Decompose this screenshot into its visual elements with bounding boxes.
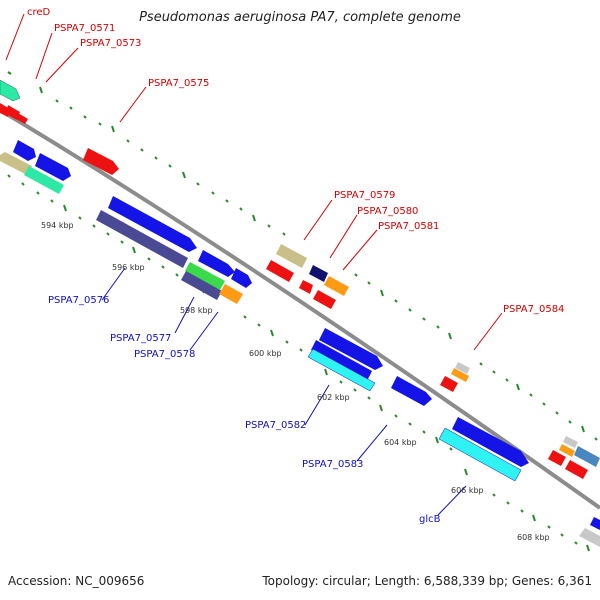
gene-teal-left[interactable] xyxy=(24,166,64,194)
kbp-label-602: 602 kbp xyxy=(317,393,350,402)
gene-khaki-left[interactable] xyxy=(0,152,32,175)
gene-blue-edge[interactable] xyxy=(590,517,600,530)
genome-title: Pseudomonas aeruginosa PA7, complete gen… xyxy=(139,10,461,25)
gene-grey-0584[interactable] xyxy=(455,362,470,374)
gene-orange-right[interactable] xyxy=(559,444,575,457)
gene-labels-bottom: PSPA7_0576 PSPA7_0577 PSPA7_0578 PSPA7_0… xyxy=(48,295,441,525)
gene-blue-0582a[interactable] xyxy=(319,328,383,370)
gene-label-PSPA7-0578: PSPA7_0578 xyxy=(134,349,195,360)
genome-backbone xyxy=(0,108,600,510)
gene-label-PSPA7-0584: PSPA7_0584 xyxy=(503,304,564,315)
gene-label-PSPA7-0576: PSPA7_0576 xyxy=(48,295,109,306)
kbp-label-608: 608 kbp xyxy=(517,533,550,542)
gene-blue-left2[interactable] xyxy=(35,153,71,181)
gene-PSPA7-0576-purple[interactable] xyxy=(96,210,188,268)
gene-blue-glcB[interactable] xyxy=(452,417,529,467)
kbp-label-594: 594 kbp xyxy=(41,221,74,230)
kbp-label-596: 596 kbp xyxy=(112,263,145,272)
gene-labels-top: creD PSPA7_0571 PSPA7_0573 PSPA7_0575 PS… xyxy=(27,7,564,315)
gene-label-PSPA7-0582: PSPA7_0582 xyxy=(245,420,306,431)
gene-cyan-glcB[interactable] xyxy=(438,427,522,482)
gene-orange-0581[interactable] xyxy=(324,276,349,296)
gene-khaki-0579[interactable] xyxy=(276,244,307,268)
gene-grey-right[interactable] xyxy=(563,436,578,448)
gene-label-PSPA7-0583: PSPA7_0583 xyxy=(302,459,363,470)
gene-red-0581[interactable] xyxy=(313,290,336,309)
gene-label-PSPA7-0573: PSPA7_0573 xyxy=(80,38,141,49)
inner-tick-row xyxy=(7,174,590,552)
gene-navy-0580[interactable] xyxy=(309,265,328,282)
gene-label-PSPA7-0581: PSPA7_0581 xyxy=(378,221,439,232)
gene-label-PSPA7-0577: PSPA7_0577 xyxy=(110,333,171,344)
kbp-label-606: 606 kbp xyxy=(451,486,484,495)
gene-blue-0583[interactable] xyxy=(391,376,432,406)
gene-label-glcB: glcB xyxy=(419,514,441,525)
gene-label-PSPA7-0579: PSPA7_0579 xyxy=(334,190,395,201)
gene-red-0579[interactable] xyxy=(266,260,294,282)
gene-red-0584[interactable] xyxy=(440,376,458,392)
kbp-label-600: 600 kbp xyxy=(249,349,282,358)
gene-label-PSPA7-0571: PSPA7_0571 xyxy=(54,23,115,34)
gene-purple-0577[interactable] xyxy=(181,271,222,300)
gene-label-creD: creD xyxy=(27,7,51,18)
leader-lines-top xyxy=(5,13,503,351)
gene-orange-0578[interactable] xyxy=(219,284,243,304)
gene-small-red[interactable] xyxy=(16,113,28,124)
gene-creD-teal[interactable] xyxy=(0,79,21,102)
gene-red-right1[interactable] xyxy=(548,450,566,466)
outer-tick-row xyxy=(7,71,598,441)
gene-0573-red[interactable] xyxy=(6,105,20,120)
gene-red-small[interactable] xyxy=(299,280,313,294)
gene-blue-0576[interactable] xyxy=(108,196,197,252)
gene-cyan-0582[interactable] xyxy=(307,348,376,392)
gene-orange-0584[interactable] xyxy=(451,368,469,382)
gene-steel-right[interactable] xyxy=(574,446,600,467)
genome-summary-text: Topology: circular; Length: 6,588,339 bp… xyxy=(262,574,592,588)
kbp-labels: 594 kbp 596 kbp 598 kbp 600 kbp 602 kbp … xyxy=(41,221,550,542)
gene-blue-0577[interactable] xyxy=(198,250,235,277)
gene-label-PSPA7-0575: PSPA7_0575 xyxy=(148,78,209,89)
gene-blue-left1[interactable] xyxy=(13,140,36,161)
gene-PSPA7-0575[interactable] xyxy=(83,148,119,175)
gene-label-PSPA7-0580: PSPA7_0580 xyxy=(357,206,418,217)
gene-red-right2[interactable] xyxy=(565,460,588,479)
gene-green-0577[interactable] xyxy=(185,262,225,290)
leader-lines-bottom xyxy=(101,267,467,516)
kbp-label-604: 604 kbp xyxy=(384,438,417,447)
gene-blue-0582b[interactable] xyxy=(311,340,372,381)
gene-blue-0577b[interactable] xyxy=(231,268,252,288)
kbp-label-598: 598 kbp xyxy=(180,306,213,315)
accession-text: Accession: NC_009656 xyxy=(8,574,145,588)
gene-grey-edge[interactable] xyxy=(579,528,600,547)
